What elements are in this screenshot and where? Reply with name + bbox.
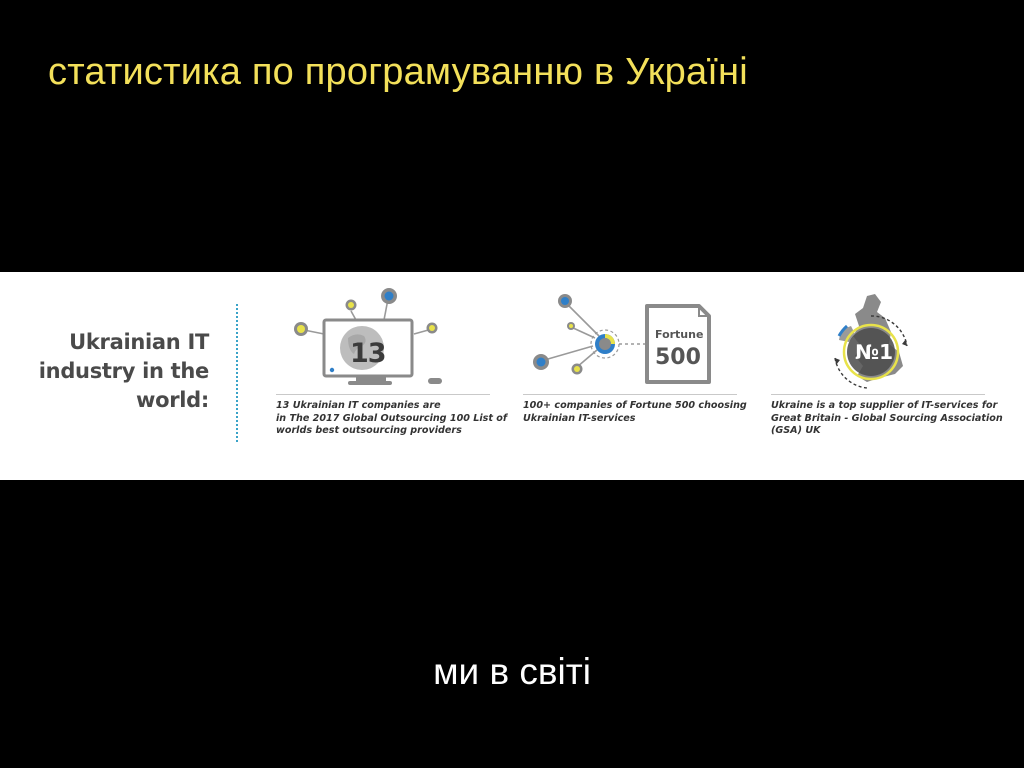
infographic-heading: Ukrainian IT industry in the world:	[38, 328, 210, 415]
caption-line: in The 2017 Global Outsourcing 100 List …	[276, 412, 508, 424]
figure-no1: №1	[855, 340, 893, 364]
caption-line: (GSA) UK	[771, 425, 821, 436]
uk-map-icon: №1	[834, 294, 908, 389]
heading-line: industry in the	[38, 359, 210, 383]
slide-footer-caption: ми в світі	[433, 651, 591, 692]
stat-card-uk: №1 Ukraine is a top supplier of IT-servi…	[771, 286, 1003, 466]
fortune-number: 500	[655, 345, 701, 370]
card-rule	[523, 394, 737, 395]
monitor-network-icon: 13	[294, 288, 442, 385]
stat-card-fortune: Fortune 500 100+ companies of Fortune 50…	[523, 286, 747, 466]
caption-line: Great Britain - Global Sourcing Associat…	[771, 412, 1003, 424]
caption-line: Ukraine is a top supplier of IT-services…	[771, 400, 998, 411]
caption-line: 13 Ukrainian IT companies are	[276, 400, 441, 411]
card-caption: 100+ companies of Fortune 500 choosing U…	[523, 400, 747, 425]
caption-line: 100+ companies of Fortune 500 choosing	[523, 400, 747, 411]
caption-line: Ukrainian IT-services	[523, 412, 636, 424]
caption-line: worlds best outsourcing providers	[276, 425, 462, 436]
dotted-divider	[236, 304, 238, 442]
heading-line: world:	[135, 388, 209, 412]
infographic-band: Ukrainian IT industry in the world:	[0, 272, 1024, 480]
fortune-500-document-icon: Fortune 500	[533, 294, 711, 384]
card-caption: Ukraine is a top supplier of IT-services…	[771, 400, 1003, 438]
card-rule	[771, 394, 985, 395]
slide-title: статистика по програмуванню в Україні	[48, 51, 748, 93]
card-rule	[276, 394, 490, 395]
card-caption: 13 Ukrainian IT companies are in The 201…	[276, 400, 508, 438]
figure-13: 13	[350, 338, 386, 369]
stat-card-outsourcing: 13 13 Ukrainian IT companies are in The …	[276, 286, 508, 466]
heading-line: Ukrainian IT	[69, 330, 209, 354]
fortune-label: Fortune	[655, 328, 703, 341]
